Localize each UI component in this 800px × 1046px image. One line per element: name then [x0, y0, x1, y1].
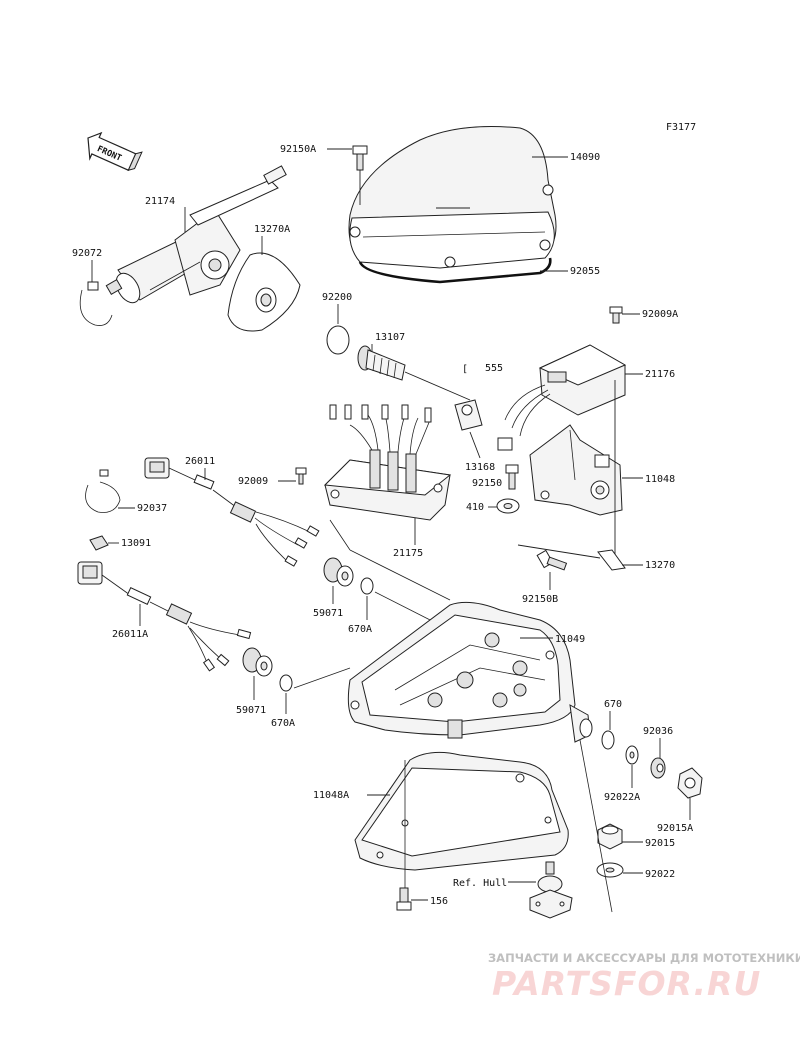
label-13270A: 13270A: [254, 224, 290, 235]
label-13168: 13168: [465, 462, 495, 473]
label-410: 410: [466, 502, 484, 513]
oring-670A-upper: [360, 577, 374, 595]
watermark-brand: PARTSFOR.RU: [492, 964, 761, 1003]
label-92150A: 92150A: [280, 144, 316, 155]
diagram-code: F3177: [666, 122, 696, 133]
motor-21174: [105, 165, 287, 304]
clamp-13168: [454, 399, 483, 431]
clamp-92037: [85, 469, 121, 513]
bolt-92150B: [536, 549, 568, 571]
label-13270: 13270: [645, 560, 675, 571]
case-11049: [347, 601, 593, 743]
label-92072: 92072: [72, 248, 102, 259]
label-92055: 92055: [570, 266, 600, 277]
label-92022A: 92022A: [604, 792, 640, 803]
cable-13107: [357, 345, 471, 401]
module-21176: [497, 344, 627, 451]
label-92150B: 92150B: [522, 594, 558, 605]
label-59071-upper: 59071: [313, 608, 343, 619]
label-21176: 21176: [645, 369, 675, 380]
label-670A-lower: 670A: [271, 718, 295, 729]
screw-92009: [295, 467, 307, 485]
label-92150: 92150: [472, 478, 502, 489]
label-26011A: 26011A: [112, 629, 148, 640]
label-92200: 92200: [322, 292, 352, 303]
label-21174: 21174: [145, 196, 175, 207]
bolt-92150A: [352, 145, 368, 205]
label-670: 670: [604, 699, 622, 710]
bolt-156: [396, 887, 412, 911]
label-555: 555: [485, 363, 503, 374]
controller-21175: [323, 404, 452, 521]
nut-92015A: [677, 767, 703, 799]
mount-ref-hull: [529, 861, 573, 919]
label-26011: 26011: [185, 456, 215, 467]
label-92037: 92037: [137, 503, 167, 514]
label-11048: 11048: [645, 474, 675, 485]
bolt-92009A: [609, 306, 623, 324]
grommet-59071-upper: [323, 557, 354, 587]
oring-670: [601, 730, 615, 750]
bracket-11048: [529, 424, 623, 516]
plate-11048A: [354, 751, 569, 871]
label-13107: 13107: [375, 332, 405, 343]
label-92022: 92022: [645, 869, 675, 880]
watermark-tagline: ЗАПЧАСТИ И АКСЕССУАРЫ ДЛЯ МОТОТЕХНИКИ: [488, 951, 800, 965]
cover-14090: [348, 126, 557, 284]
nut-92015: [597, 823, 623, 850]
plate-13270: [597, 549, 626, 571]
label-11049: 11049: [555, 634, 585, 645]
label-92009A: 92009A: [642, 309, 678, 320]
label-11048A: 11048A: [313, 790, 349, 801]
label-13091: 13091: [121, 538, 151, 549]
label-156: 156: [430, 896, 448, 907]
oring-92200: [326, 325, 350, 355]
label-21175: 21175: [393, 548, 423, 559]
clamp-92072: [79, 281, 113, 326]
svg-text:[: [: [462, 364, 468, 375]
bushing-92036: [650, 757, 666, 779]
front-arrow-icon: FRONT: [87, 131, 143, 172]
label-14090: 14090: [570, 152, 600, 163]
grommet-59071-lower: [242, 647, 273, 677]
label-670A-upper: 670A: [348, 624, 372, 635]
harness-26011: [144, 457, 320, 567]
bolt-92150: [505, 464, 519, 490]
clip-13091: [89, 535, 109, 551]
oring-670A-lower: [279, 674, 293, 692]
label-92015: 92015: [645, 838, 675, 849]
label-ref-hull: Ref. Hull: [453, 878, 507, 889]
label-92009: 92009: [238, 476, 268, 487]
gasket-13270A: [227, 252, 301, 332]
harness-26011A: [77, 561, 252, 672]
label-59071-lower: 59071: [236, 705, 266, 716]
label-92036: 92036: [643, 726, 673, 737]
label-92015A: 92015A: [657, 823, 693, 834]
